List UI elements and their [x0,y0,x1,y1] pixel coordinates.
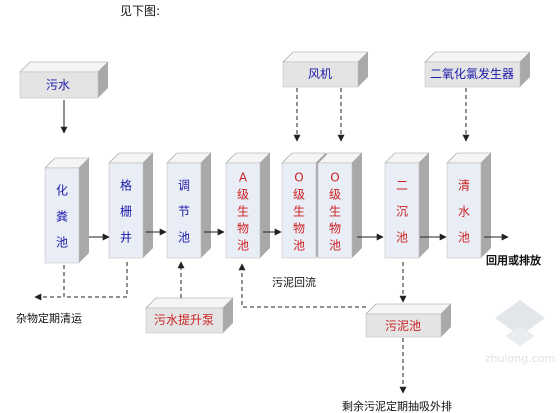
tank-front-face [225,162,261,259]
tank-clear: 清水池 [446,152,492,259]
tank-septic: 化粪池 [44,157,90,264]
tank-settle: 二沉池 [384,152,430,259]
tank-label: 调节池 [178,179,190,245]
tank-side-face [79,158,89,263]
tank-label: 二沉池 [396,179,408,245]
watermark-logo: zhulong.com [485,300,555,365]
sewage-label: 污水 [46,78,70,92]
sewage-box: 污水 [19,61,109,99]
lift-pump-label: 污水提升泵 [154,312,214,327]
tank-side-face [201,153,211,258]
tank-front-face [108,162,144,259]
tank-label: 格栅井 [120,178,132,245]
auxiliary-dashed-lines [34,88,470,394]
reuse-label: 回用或排放 [486,253,542,267]
tank-front-face [384,162,420,259]
chlorine-generator-label: 二氧化氯发生器 [430,66,514,81]
blower-label: 风机 [308,67,332,81]
header-text: 见下图: [120,4,160,18]
watermark-text: zhulong.com [485,352,555,365]
tank-side-face [143,153,153,258]
tank-side-face [352,153,362,258]
sludge-tank-box: 污泥池 [365,303,452,338]
main-flow-arrows [60,100,509,241]
tank-side-face [419,153,429,258]
tank-front-face [166,162,202,259]
blower-box: 风机 [282,51,369,88]
tank-front-face [44,167,80,264]
sludge-out-label: 剩余污泥定期抽吸外排 [342,399,452,413]
sludge-return-label: 污泥回流 [272,275,316,289]
sludge-tank-label: 污泥池 [385,319,421,333]
lift-pump-box: 污水提升泵 [145,297,234,334]
tank-front-face [281,162,317,259]
tank-side-face [260,153,270,258]
debris-label: 杂物定期清运 [16,311,82,325]
tank-front-face [446,162,482,259]
tank-screen: 格栅井 [108,152,154,259]
tank-regulate: 调节池 [166,152,212,259]
tank-label: 化粪池 [56,184,68,250]
tank-front-face [317,162,353,259]
tank-label: 清水池 [458,179,470,245]
tank-side-face [481,153,491,258]
chlorine-generator-box: 二氧化氯发生器 [424,51,531,88]
